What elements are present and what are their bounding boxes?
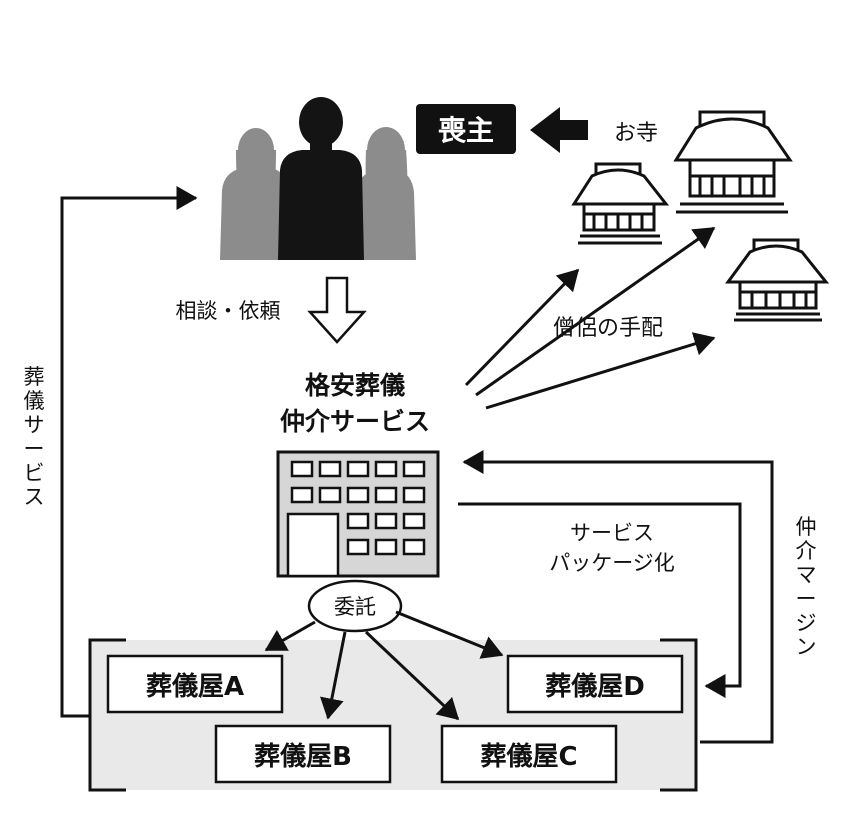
- outsourcing-label: 委託: [334, 595, 376, 619]
- consultation-label: 相談・依頼: [176, 299, 281, 323]
- funeral-home-b-label: 葬儀屋B: [254, 742, 352, 772]
- right-woman-silhouette: [352, 127, 416, 260]
- temple-icon: [571, 110, 830, 322]
- service-package-arrow: [458, 502, 742, 698]
- chief-mourner-box: [416, 104, 516, 154]
- broker-title-line1: 格安葬儀: [305, 371, 405, 400]
- svg-text:葬: 葬: [24, 365, 45, 389]
- brokerage-margin-arrow: [462, 450, 774, 744]
- funeral-home-d-label: 葬儀屋D: [545, 672, 645, 702]
- svg-text:介: 介: [796, 539, 817, 563]
- funeral-home-d: 葬儀屋D: [506, 654, 684, 714]
- funeral-home-a: 葬儀屋A: [106, 654, 284, 714]
- center-man-silhouette: [278, 97, 364, 260]
- funeral-service-label: 葬 儀 サ ー ビ ス: [24, 365, 45, 509]
- family-silhouette-icon: [220, 97, 416, 260]
- funeral-home-b: 葬儀屋B: [214, 724, 392, 784]
- temple-small-left: [571, 162, 670, 245]
- funeral-service-arrow: [60, 186, 198, 718]
- svg-text:ビ: ビ: [24, 461, 45, 485]
- svg-text:ー: ー: [796, 587, 817, 611]
- priest-arrangement-arrows: [464, 226, 716, 410]
- svg-text:ー: ー: [24, 437, 45, 461]
- svg-text:ジ: ジ: [796, 611, 817, 635]
- funeral-home-c: 葬儀屋C: [440, 724, 618, 784]
- office-building-icon: [276, 450, 440, 578]
- consultation-arrow: [307, 276, 367, 344]
- temple-to-mourner-arrow: [530, 107, 588, 153]
- temple-label: お寺: [614, 121, 658, 146]
- funeral-home-c-label: 葬儀屋C: [480, 742, 577, 772]
- outsourcing-bubble: [307, 579, 403, 633]
- temple-small-right: [725, 238, 830, 322]
- funeral-home-a-label: 葬儀屋A: [146, 672, 244, 702]
- package-label-line2: パッケージ化: [549, 551, 675, 575]
- package-label-line1: サービス: [570, 521, 654, 545]
- svg-text:儀: 儀: [24, 389, 45, 413]
- broker-title-line2: 仲介サービス: [280, 407, 430, 436]
- priest-arrangement-label: 僧侶の手配: [553, 316, 663, 341]
- svg-text:ス: ス: [24, 485, 45, 509]
- left-woman-silhouette: [220, 128, 290, 260]
- temple-large: [673, 110, 793, 214]
- chief-mourner-label: 喪主: [438, 114, 494, 147]
- brokerage-margin-label: 仲 介 マ ー ジ ン: [796, 515, 817, 659]
- svg-text:仲: 仲: [796, 515, 817, 539]
- svg-text:マ: マ: [796, 563, 817, 587]
- outsourcing-arrows: [264, 610, 504, 721]
- svg-text:ン: ン: [796, 635, 817, 659]
- svg-text:サ: サ: [24, 413, 45, 437]
